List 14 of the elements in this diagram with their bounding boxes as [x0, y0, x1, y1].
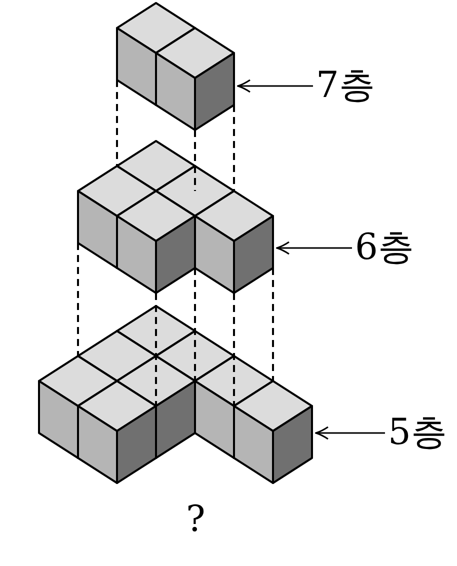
projection-line	[194, 130, 196, 191]
floor-label: 5층	[388, 415, 447, 451]
floor-label: 6층	[355, 230, 414, 266]
projection-line	[77, 243, 79, 356]
projection-line	[116, 80, 118, 166]
projection-line	[272, 268, 274, 381]
question-mark: ?	[186, 502, 206, 538]
cube-layer-drawing	[38, 305, 313, 484]
projection-line	[194, 268, 196, 381]
projection-line	[233, 293, 235, 406]
floor-label: 7층	[316, 68, 375, 104]
cube-layer-drawing	[77, 140, 274, 294]
cube-layer-drawing	[116, 2, 235, 131]
projection-line	[233, 105, 235, 191]
